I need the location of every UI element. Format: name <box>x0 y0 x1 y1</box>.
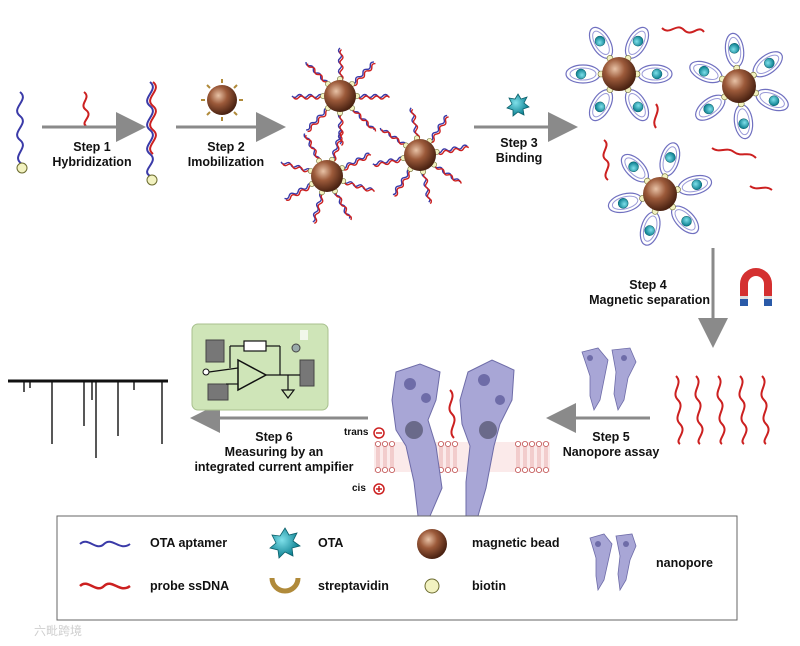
step4-line2: Magnetic separation <box>589 293 710 307</box>
legend-probe-ssdna: probe ssDNA <box>150 579 230 593</box>
ota-bound-bead <box>689 32 789 140</box>
step2-line2: Imobilization <box>187 155 265 169</box>
legend-bead-icon <box>417 529 447 559</box>
current-amplifier-circuit <box>191 323 329 411</box>
probe-strands-collected <box>674 375 770 445</box>
dna-bead-cluster <box>280 47 470 224</box>
legend-nanopore-icon <box>589 533 637 592</box>
nanopore-small <box>581 347 637 412</box>
step6-line1: Step 6 <box>255 430 293 444</box>
step1-line2: Hybridization <box>52 155 132 169</box>
ota-molecule <box>506 93 530 117</box>
dna-bead <box>291 47 391 147</box>
step2-line1: Step 2 <box>207 140 245 154</box>
legend-aptamer-icon <box>79 540 131 548</box>
ota-bound-bead <box>565 26 673 122</box>
watermark: 六毗跨境 <box>34 624 83 638</box>
legend-box <box>56 515 738 621</box>
step5-label: Step 5 Nanopore assay <box>556 430 666 460</box>
step5-line2: Nanopore assay <box>562 445 660 459</box>
step3-label: Step 3 Binding <box>474 136 564 166</box>
step5-line1: Step 5 <box>592 430 630 444</box>
lipid-membrane <box>374 440 550 473</box>
hybrid-strand <box>146 81 158 186</box>
dna-bead <box>372 107 470 205</box>
step3-line2: Binding <box>495 151 543 165</box>
dna-bead <box>280 129 375 224</box>
magnet-icon <box>740 268 772 306</box>
legend-ota: OTA <box>318 536 344 550</box>
trans-label: trans <box>344 427 369 438</box>
legend-probe-icon <box>79 582 131 590</box>
ota-bound-bead <box>607 142 713 246</box>
step6-line2: Measuring by an <box>224 445 324 459</box>
legend-biotin: biotin <box>472 579 507 593</box>
streptavidin-bead <box>201 79 243 121</box>
step1-line1: Step 1 <box>73 140 111 154</box>
probe-ssdna-strand <box>82 91 90 127</box>
step3-line1: Step 3 <box>500 136 538 150</box>
ota-aptamer-strand <box>16 91 28 174</box>
nanopore-large <box>391 359 515 517</box>
step1-label: Step 1 Hybridization <box>42 140 142 170</box>
step4-line1: Step 4 <box>629 278 667 292</box>
legend-streptavidin: streptavidin <box>318 579 389 593</box>
legend-ota-icon <box>269 527 301 559</box>
step4-label: Step 4 Magnetic separation <box>566 278 710 308</box>
current-trace <box>8 379 168 458</box>
legend-biotin-icon <box>424 578 440 594</box>
cis-label: cis <box>352 483 366 494</box>
step2-label: Step 2 Imobilization <box>176 140 276 170</box>
legend-nanopore: nanopore <box>656 556 713 570</box>
released-probe-strands <box>602 26 773 191</box>
legend-ota-aptamer: OTA aptamer <box>150 536 228 550</box>
step6-label: Step 6 Measuring by an integrated curren… <box>184 430 364 475</box>
ota-bound-bead-cluster <box>565 26 789 246</box>
legend-streptavidin-icon <box>269 577 301 594</box>
step6-line3: integrated current ampifier <box>194 460 354 474</box>
legend-magnetic-bead: magnetic bead <box>472 536 560 550</box>
